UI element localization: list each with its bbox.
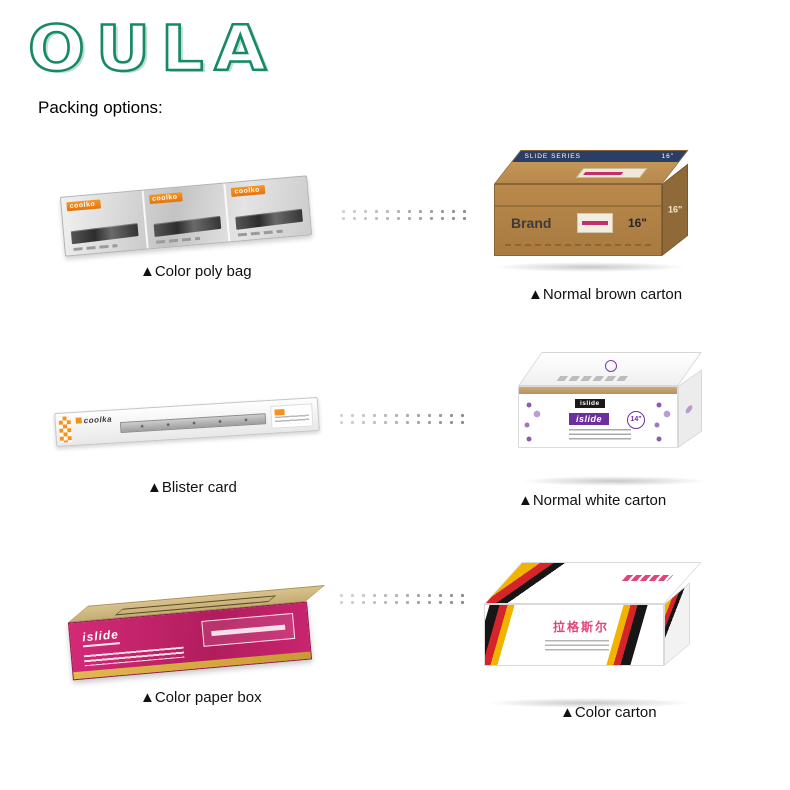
label-normal-white-carton: ▲Normal white carton: [518, 492, 667, 509]
carton-side-face: [678, 369, 702, 448]
carton-brand-label: Brand: [511, 215, 552, 231]
carton-front-face: Brand 16": [494, 184, 662, 256]
carton-top-face: [484, 562, 702, 604]
oula-logo: OULA: [27, 11, 277, 87]
box-brand-logo: islide: [81, 627, 120, 648]
carton-front-photo: [577, 213, 613, 233]
floral-ornament-right: [651, 399, 675, 443]
color-carton-image: 拉格斯尔: [476, 558, 704, 704]
poly-bag-panel: coolko: [143, 183, 231, 249]
flag-stripes-right: [605, 605, 649, 665]
carton-text-block: 拉格斯尔: [545, 618, 609, 651]
carton-front-face: 拉格斯尔: [484, 604, 664, 666]
fine-print-lines: [569, 429, 631, 441]
poly-bag: coolko coolko coolko: [59, 175, 313, 257]
poly-bag-brand-label: coolko: [148, 192, 183, 205]
page-title: Packing options:: [38, 98, 163, 117]
label-blister-card: ▲Blister card: [147, 479, 237, 496]
white-carton-image: islide islide 14": [512, 352, 712, 482]
carton-size-label: 16": [627, 216, 647, 230]
carton-top-photo: [575, 168, 648, 178]
carton-top-face: SLIDE SERIES 16": [494, 150, 689, 184]
slide-photo: [70, 223, 139, 245]
floral-ornament-left: [521, 399, 545, 443]
brown-carton-image: SLIDE SERIES 16" Brand 16" 16": [480, 150, 695, 268]
carton-front-face: islide islide 14": [518, 386, 678, 448]
carton-top-face: [518, 352, 702, 386]
slide-photo: [153, 215, 221, 237]
poly-bag-brand-label: coolko: [66, 199, 101, 212]
emblem-circle: [605, 360, 618, 372]
carton-brand-label: 拉格斯尔: [552, 620, 609, 634]
label-color-poly-bag: ▲Color poly bag: [140, 263, 252, 280]
fine-print-lines: [238, 229, 283, 237]
slide-rail: [119, 413, 267, 434]
fine-print-lines: [556, 376, 633, 381]
connector-dots-1: [338, 208, 470, 221]
carton-shadow: [520, 476, 708, 486]
blister-card-image: coolka: [54, 390, 325, 452]
carton-shadow: [492, 262, 688, 272]
paper-box: islide: [67, 585, 326, 681]
fine-print-lines: [155, 236, 201, 244]
carton-ridge-strip: SLIDE SERIES 16": [512, 151, 687, 162]
blister-end-label: [270, 403, 314, 429]
slide-diagram: [201, 612, 296, 647]
poly-bag-panel: coolko: [60, 190, 149, 256]
brand-badge: islide: [575, 399, 605, 408]
carton-side-size-label: 16": [667, 204, 683, 215]
color-paper-box-image: islide: [67, 585, 326, 686]
carton-size-label: 16": [661, 153, 675, 160]
blister-brand-label: coolka: [75, 415, 112, 426]
carton-dashed-line: [505, 244, 651, 246]
fine-print-lines: [73, 244, 118, 251]
label-color-carton: ▲Color carton: [560, 704, 657, 721]
brand-logo: islide: [569, 413, 610, 425]
carton-shadow: [486, 698, 692, 708]
flag-stripes-left: [485, 605, 521, 665]
checker-pattern: [58, 416, 73, 443]
connector-dots-2: [336, 412, 468, 425]
size-circle: 14": [627, 411, 645, 429]
poly-bag-brand-label: coolko: [231, 185, 266, 197]
fine-print-lines: [545, 640, 609, 651]
fine-print-lines: [621, 575, 674, 581]
label-normal-brown-carton: ▲Normal brown carton: [528, 286, 683, 303]
color-poly-bag-image: coolko coolko coolko: [59, 172, 318, 264]
connector-dots-3: [336, 592, 468, 605]
carton-series-label: SLIDE SERIES: [524, 153, 581, 160]
slide-photo: [235, 208, 303, 230]
carton-crease-line: [495, 205, 661, 207]
label-color-paper-box: ▲Color paper box: [140, 689, 262, 706]
poly-bag-panel: coolko: [226, 176, 311, 241]
tan-band: [519, 387, 677, 394]
blister-card: coolka: [54, 396, 320, 448]
